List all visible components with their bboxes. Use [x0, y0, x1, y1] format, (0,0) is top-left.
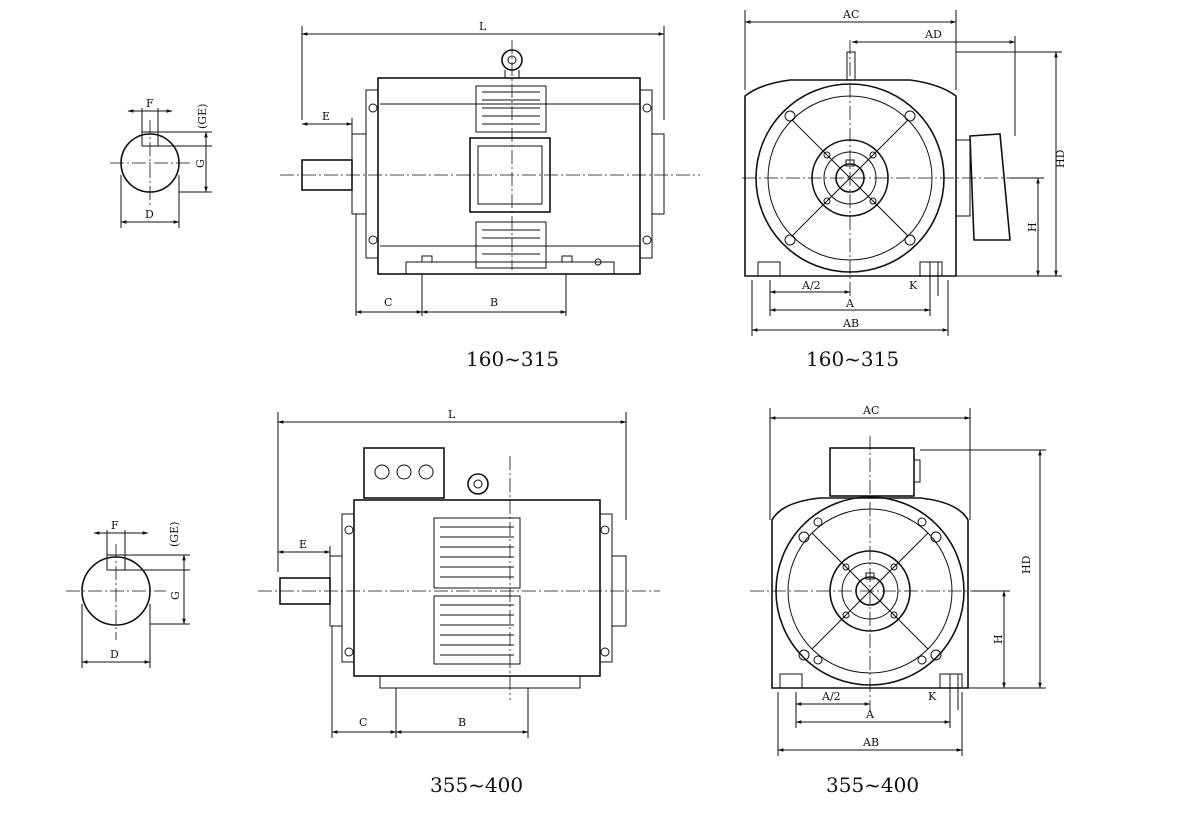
upper-shaft-label-f: F: [146, 97, 154, 110]
lower-shaft-label-ge: (GE): [168, 522, 181, 547]
upper-front-label-ab: AB: [842, 317, 859, 330]
upper-shaft-label-ge: (GE): [196, 104, 209, 129]
lower-shaft-label-f: F: [111, 519, 119, 532]
upper-front-label-ad: AD: [924, 28, 942, 41]
lower-front-caption: 355~400: [826, 773, 919, 797]
upper-shaft-label-d: D: [145, 208, 154, 221]
upper-side-label-b: B: [490, 296, 498, 309]
lower-side-label-c: C: [359, 716, 367, 729]
upper-front-label-h: H: [1026, 222, 1039, 232]
lower-shaft-label-g: G: [169, 591, 182, 600]
lower-side-label-b: B: [458, 716, 466, 729]
upper-front-view: AC AD HD H A/2 A K AB 160~315: [742, 8, 1067, 371]
upper-front-caption: 160~315: [806, 347, 899, 371]
upper-front-label-hd: HD: [1054, 149, 1067, 168]
upper-front-label-k: K: [909, 279, 918, 292]
lower-front-view: AC HD H A/2 A K AB 355~400: [750, 404, 1046, 797]
lower-front-label-ac: AC: [862, 404, 879, 417]
lower-shaft-label-d: D: [110, 648, 119, 661]
upper-side-view: L E C B 160~315: [280, 20, 700, 371]
lower-shaft-section: F (GE) G D: [66, 519, 190, 668]
upper-side-caption: 160~315: [466, 347, 559, 371]
upper-shaft-label-g: G: [194, 159, 207, 168]
lower-side-label-e: E: [299, 538, 307, 551]
upper-shaft-section: F (GE) G D: [110, 97, 212, 228]
upper-front-label-a: A: [845, 297, 855, 310]
lower-front-label-k: K: [928, 690, 937, 703]
upper-side-label-l: L: [479, 20, 487, 33]
lower-front-label-hd: HD: [1020, 555, 1033, 574]
lower-front-label-a: A: [865, 708, 875, 721]
upper-side-label-c: C: [384, 296, 392, 309]
lower-side-label-l: L: [448, 408, 456, 421]
lower-side-caption: 355~400: [430, 773, 523, 797]
upper-front-label-ac: AC: [842, 8, 859, 21]
lower-front-label-a2: A/2: [821, 690, 841, 703]
upper-front-label-a2: A/2: [801, 279, 821, 292]
lower-front-label-ab: AB: [862, 736, 879, 749]
lower-front-label-h: H: [992, 634, 1005, 644]
lower-side-view: L E C B 355~400: [258, 408, 660, 797]
upper-side-label-e: E: [322, 110, 330, 123]
